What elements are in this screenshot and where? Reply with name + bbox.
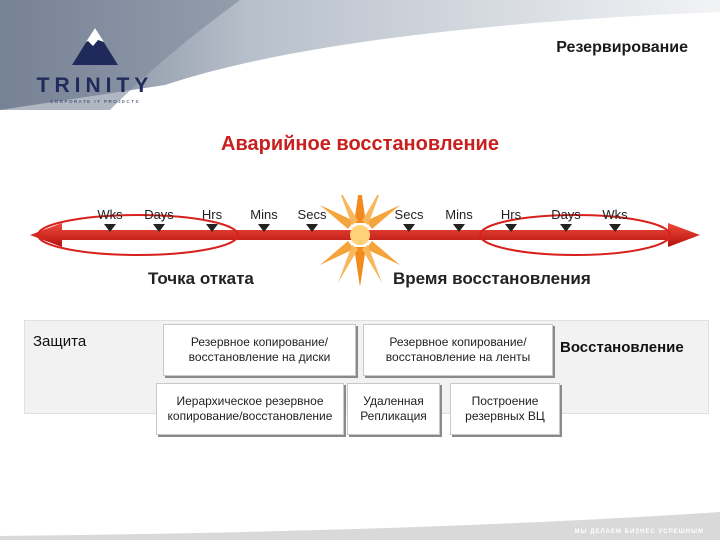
- left-tick-days: Days: [144, 207, 174, 222]
- right-caption: Время восстановления: [393, 269, 591, 288]
- hierarchical-backup-box: Иерархическое резервное копирование/восс…: [156, 383, 344, 435]
- header-swoosh: [0, 0, 720, 110]
- tick-marker: [206, 224, 218, 232]
- right-tick-days: Days: [551, 207, 581, 222]
- header-band: [0, 0, 720, 110]
- tick-marker: [609, 224, 621, 232]
- tick-marker: [560, 224, 572, 232]
- disaster-burst-icon: [320, 195, 400, 287]
- footer-slogan: МЫ ДЕЛАЕМ БИЗНЕС УСПЕШНЫМ: [574, 529, 704, 535]
- mountain-icon: [72, 28, 118, 65]
- left-tick-secs: Secs: [297, 207, 327, 222]
- backup-dc-box: Построение резервных ВЦ: [450, 383, 560, 435]
- remote-replication-box: Удаленная Репликация: [347, 383, 440, 435]
- left-tick-wks: Wks: [97, 207, 123, 222]
- main-title: Аварийное восстановление: [221, 133, 499, 155]
- protection-label: Защита: [33, 333, 87, 350]
- tape-backup-box: Резервное копирование/восстановление на …: [363, 324, 553, 376]
- left-tick-mins: Mins: [250, 207, 278, 222]
- trinity-logo: TRINITY CORPORATE IT PROJECTS: [30, 20, 160, 105]
- section-title: Резервирование: [556, 39, 688, 56]
- right-highlight-ellipse: [479, 214, 671, 256]
- left-tick-hrs: Hrs: [201, 207, 223, 222]
- tick-marker: [505, 224, 517, 232]
- right-tick-wks: Wks: [602, 207, 628, 222]
- tick-marker: [403, 224, 415, 232]
- right-tick-hrs: Hrs: [500, 207, 522, 222]
- right-tick-mins: Mins: [445, 207, 473, 222]
- left-highlight-ellipse: [37, 214, 239, 256]
- logo-word: TRINITY: [36, 74, 154, 97]
- tick-marker: [104, 224, 116, 232]
- recovery-label: Восстановление: [560, 339, 684, 356]
- timeline: Wks Days Hrs Mins Secs Secs Mins Hrs Day…: [0, 195, 720, 305]
- timeline-graphic: [30, 195, 700, 287]
- footer-swoosh: [0, 512, 720, 540]
- tick-marker: [153, 224, 165, 232]
- right-tick-secs: Secs: [394, 207, 424, 222]
- logo-tagline: CORPORATE IT PROJECTS: [49, 99, 141, 104]
- tick-marker: [258, 224, 270, 232]
- footer-band: [0, 512, 720, 540]
- tick-marker: [306, 224, 318, 232]
- tick-marker: [453, 224, 465, 232]
- left-caption: Точка отката: [148, 269, 254, 288]
- disk-backup-box: Резервное копирование/восстановление на …: [163, 324, 356, 376]
